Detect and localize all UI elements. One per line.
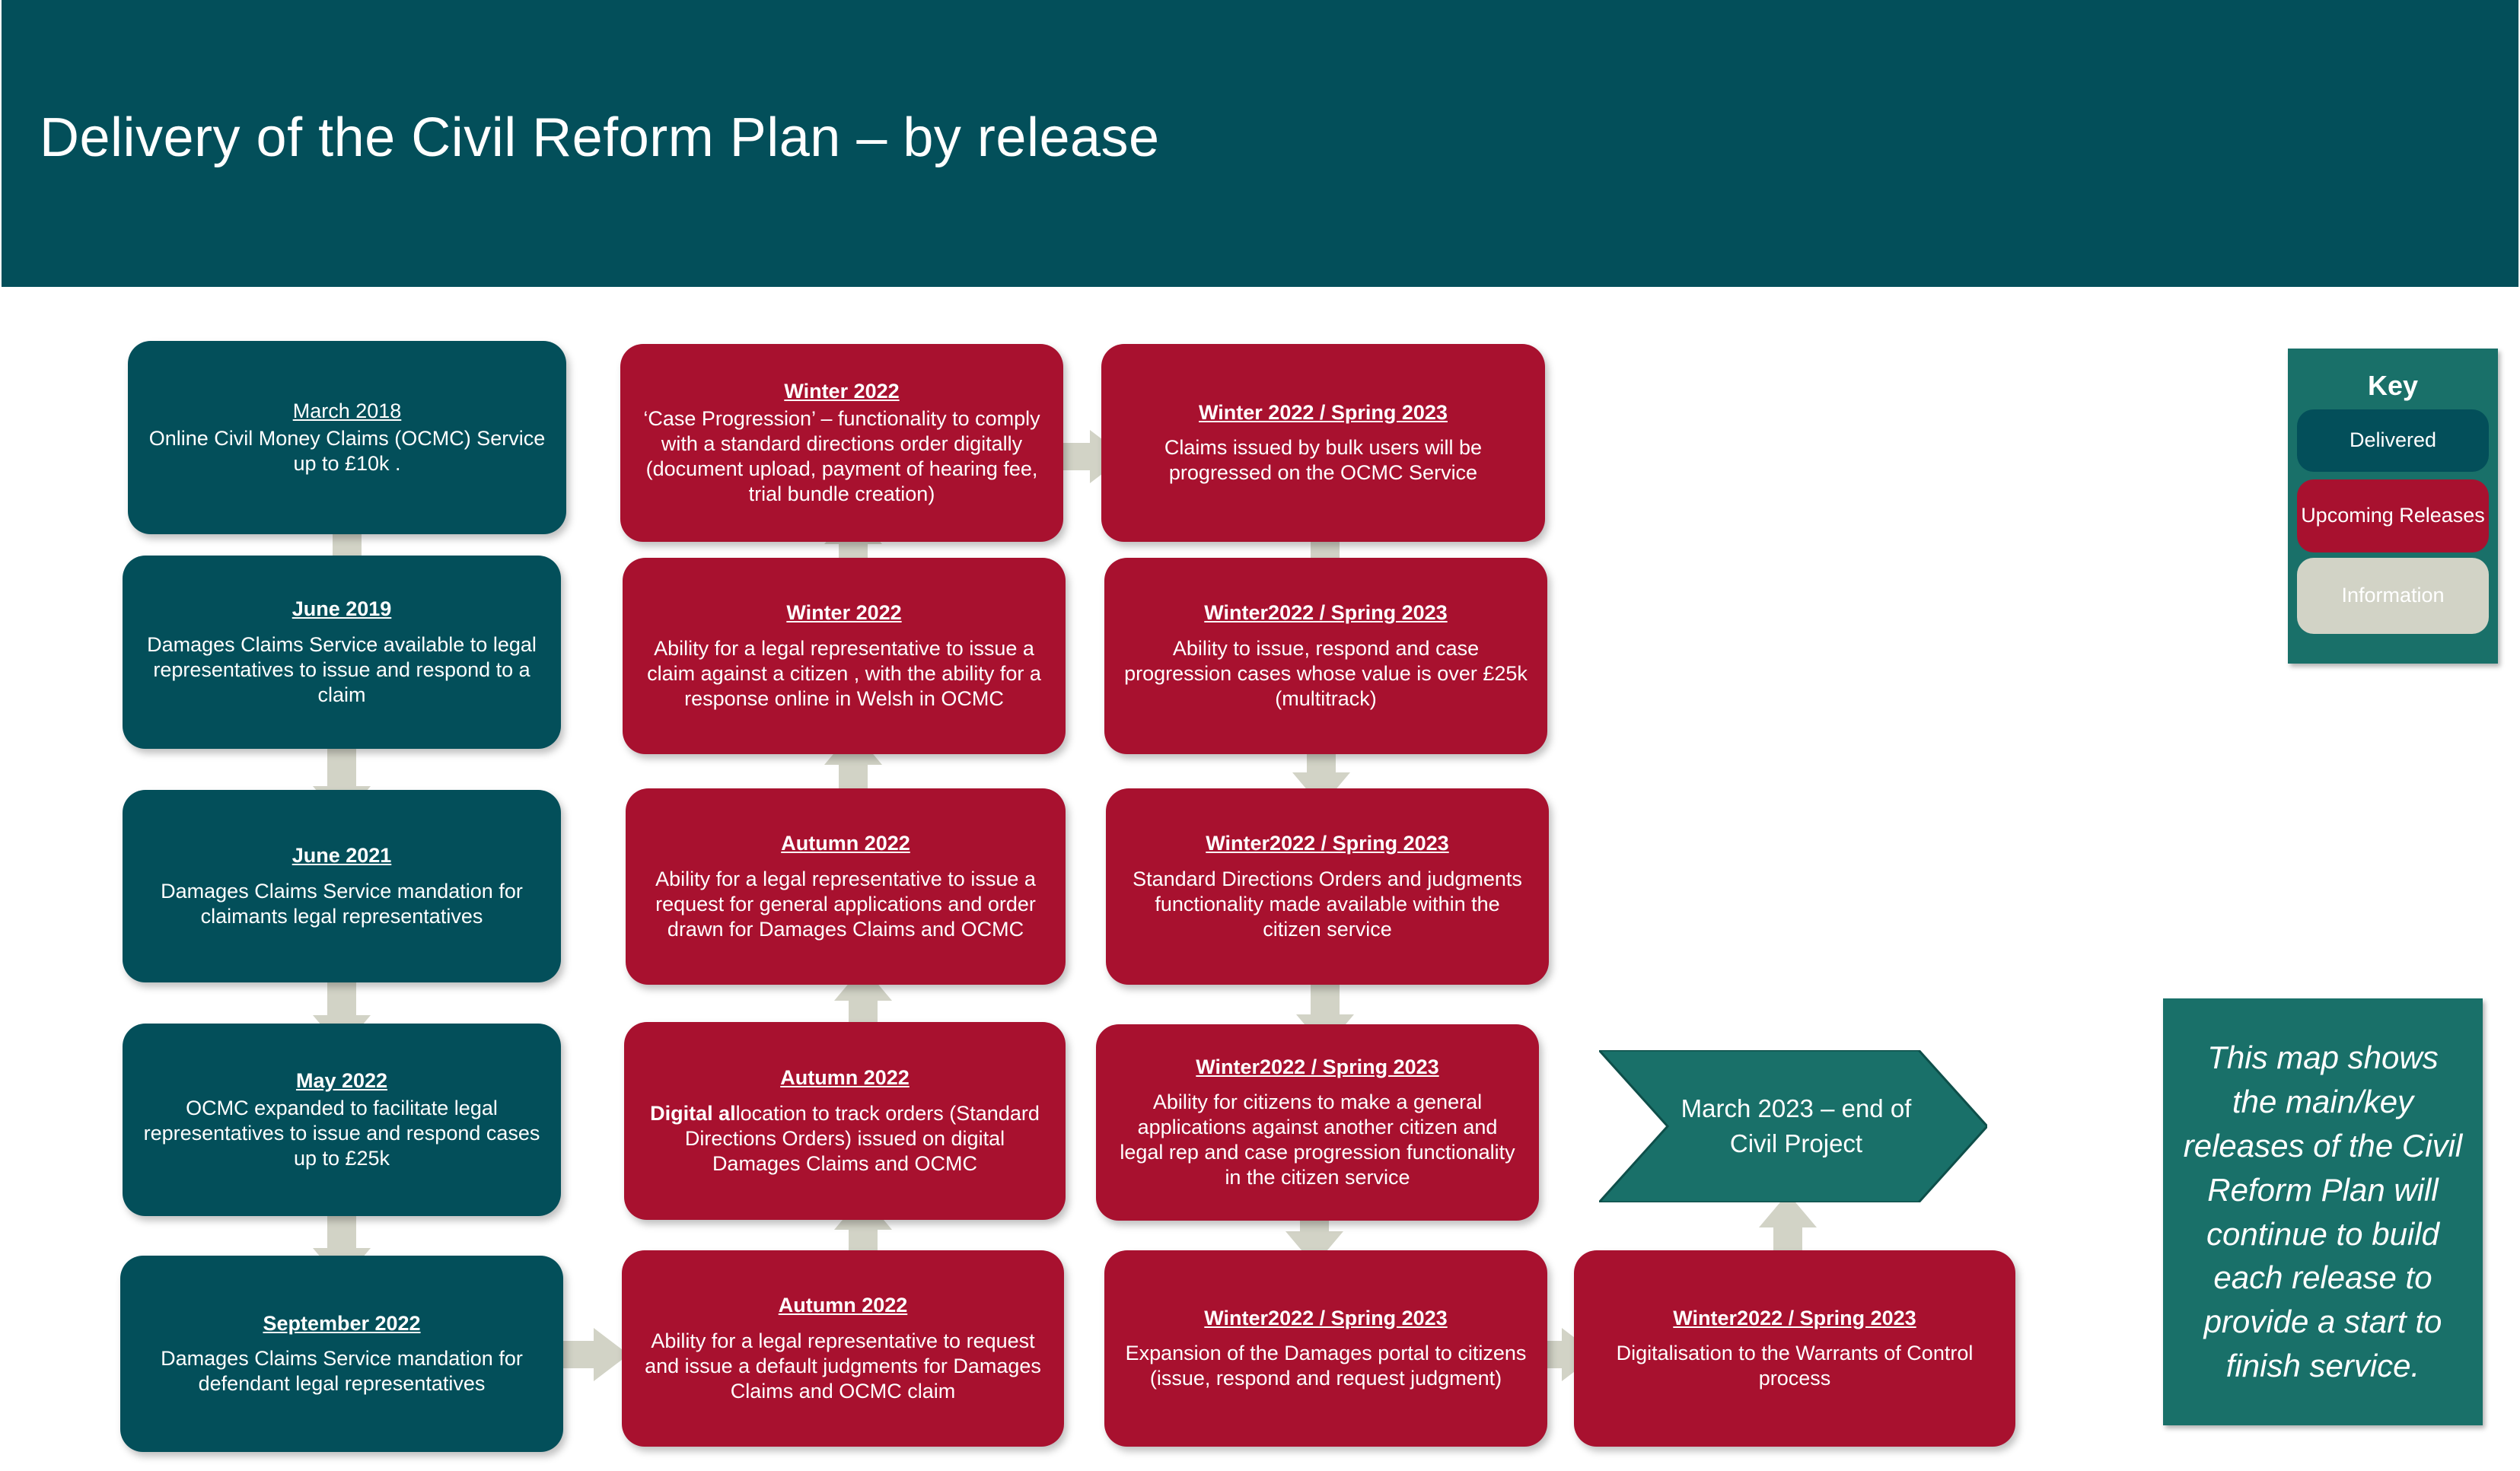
header-banner: Delivery of the Civil Reform Plan – by r… [2,0,2518,287]
milestone-september-2022: September 2022 Damages Claims Service ma… [120,1256,563,1452]
milestone-description: Ability for a legal representative to is… [647,636,1041,710]
milestone-autumn-2022-digital-allocation: Autumn 2022 Digital allocation to track … [624,1022,1066,1220]
milestone-description: Damages Claims Service available to lega… [147,632,537,706]
milestone-june-2021: June 2021 Damages Claims Service mandati… [123,790,561,982]
milestone-description: Standard Directions Orders and judgments… [1133,867,1522,941]
milestone-march-2018: March 2018 Online Civil Money Claims (OC… [128,341,566,534]
milestone-damages-portal-citizens: Winter2022 / Spring 2023 Expansion of th… [1104,1250,1547,1447]
arrow-right-1 [554,1328,629,1381]
milestone-description: Ability for a legal representative to is… [655,867,1036,941]
milestone-date: Winter2022 / Spring 2023 [1196,1055,1439,1078]
milestone-date: May 2022 [295,1068,388,1092]
milestone-description: Expansion of the Damages portal to citiz… [1125,1342,1527,1390]
milestone-description-rest: location to track orders (Standard Direc… [684,1101,1040,1175]
milestone-autumn-2022-general-applications: Autumn 2022 Ability for a legal represen… [626,788,1066,985]
milestone-description-bold: Digital al [650,1101,736,1125]
milestone-date: Winter2022 / Spring 2023 [1204,601,1448,625]
milestone-winter-2022-welsh-response: Winter 2022 Ability for a legal represen… [623,558,1066,754]
milestone-date: Winter2022 / Spring 2023 [1673,1306,1916,1329]
legend-item-delivered: Delivered [2297,409,2489,472]
milestone-standard-directions-citizen: Winter2022 / Spring 2023 Standard Direct… [1106,788,1549,985]
milestone-description: OCMC expanded to facilitate legal repres… [143,1097,540,1170]
milestone-date: Winter 2022 [786,601,902,625]
milestone-date: June 2021 [292,844,392,868]
milestone-date: March 2018 [292,399,402,422]
milestone-description: Ability for citizens to make a general a… [1120,1091,1515,1189]
legend-item-information: Information [2297,558,2489,634]
milestone-description: Damages Claims Service mandation for cla… [161,879,523,928]
milestone-date: Winter2022 / Spring 2023 [1206,832,1449,855]
page-title: Delivery of the Civil Reform Plan – by r… [40,107,1160,168]
milestone-description: Digitalisation to the Warrants of Contro… [1616,1342,1974,1390]
milestone-date: June 2019 [292,597,392,621]
milestone-date: Autumn 2022 [780,1066,910,1090]
milestone-multitrack: Winter2022 / Spring 2023 Ability to issu… [1104,558,1547,754]
milestone-winter-2022-case-progression: Winter 2022 ‘Case Progression’ – functio… [620,344,1063,542]
milestone-may-2022: May 2022 OCMC expanded to facilitate leg… [123,1024,561,1216]
legend-key: Key Delivered Upcoming Releases Informat… [2288,349,2498,664]
milestone-date: Autumn 2022 [778,1294,908,1317]
end-milestone-chevron [1599,1050,1987,1202]
end-milestone-label: March 2023 – end of Civil Project [1681,1094,1912,1157]
milestone-description: ‘Case Progression’ – functionality to co… [643,407,1040,506]
milestone-description: Ability to issue, respond and case progr… [1124,636,1528,710]
milestone-date: September 2022 [263,1311,421,1335]
milestone-description: Damages Claims Service mandation for def… [161,1347,523,1396]
milestone-june-2019: June 2019 Damages Claims Service availab… [123,556,561,749]
milestone-autumn-2022-default-judgments: Autumn 2022 Ability for a legal represen… [622,1250,1064,1447]
milestone-description: Ability for a legal representative to re… [645,1329,1041,1403]
arrow-up-5 [1759,1193,1817,1266]
milestone-description: Online Civil Money Claims (OCMC) Service… [148,427,546,476]
milestone-bulk-users: Winter 2022 / Spring 2023 Claims issued … [1101,344,1545,542]
legend-title: Key [2367,370,2419,401]
milestone-description: Claims issued by bulk users will be prog… [1164,436,1483,485]
information-note: This map shows the main/key releases of … [2163,998,2483,1425]
milestone-citizen-general-applications: Winter2022 / Spring 2023 Ability for cit… [1096,1024,1539,1221]
milestone-warrants-of-control: Winter2022 / Spring 2023 Digitalisation … [1574,1250,2015,1447]
milestone-date: Winter2022 / Spring 2023 [1204,1306,1448,1329]
milestone-date: Autumn 2022 [781,832,910,855]
milestone-description: Digital allocation to track orders (Stan… [644,1101,1046,1176]
legend-item-upcoming: Upcoming Releases [2297,479,2489,552]
milestone-date: Winter 2022 [784,379,900,403]
milestone-date: Winter 2022 / Spring 2023 [1199,400,1448,424]
